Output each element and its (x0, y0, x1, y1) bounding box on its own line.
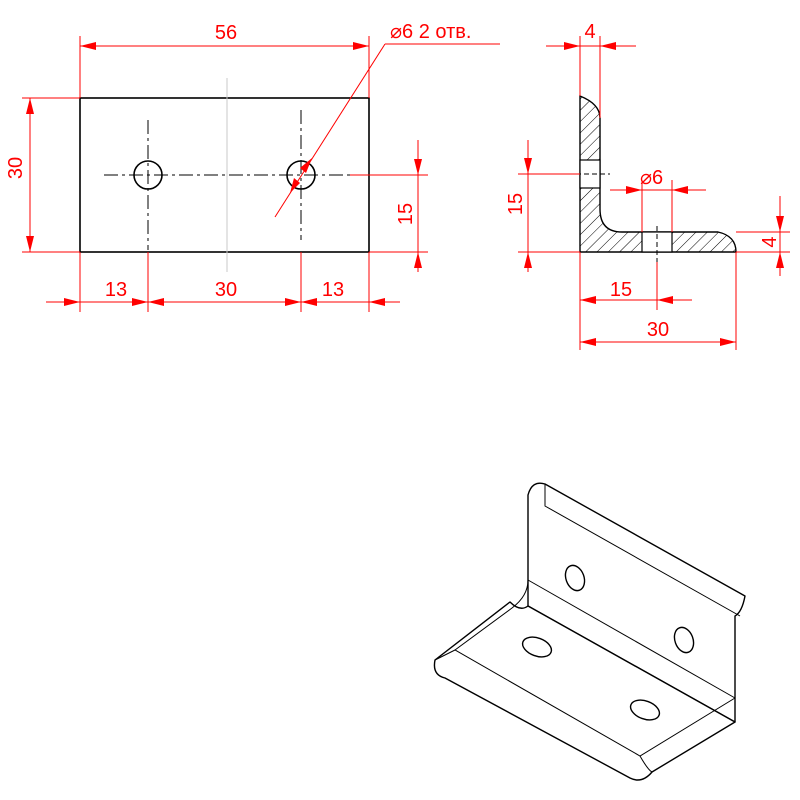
horizontal-hole-position-label: 15 (610, 279, 632, 301)
base-length-label: 30 (647, 319, 669, 341)
iso-hole-lower-right (629, 699, 661, 721)
hole-note-label: ⌀6 2 отв. (390, 21, 471, 43)
iso-hole-upper-right (673, 626, 695, 654)
section-view (568, 94, 737, 262)
hole-height-label: 15 (395, 203, 417, 225)
iso-base-plate (433, 601, 736, 781)
front-view (79, 78, 370, 272)
bottom-thickness-label: 4 (759, 236, 781, 247)
front-view-dimensions: 56 30 ⌀6 2 отв. 13 30 13 15 (5, 21, 500, 312)
iso-hole-upper-left (564, 564, 586, 592)
right-offset-label: 13 (322, 279, 344, 301)
top-thickness-label: 4 (584, 21, 595, 43)
height-dimension-label: 30 (5, 157, 27, 179)
section-profile-hatched (579, 94, 737, 253)
hole-diameter-label: ⌀6 (640, 167, 663, 189)
iso-hole-lower-left (521, 636, 553, 658)
hole-spacing-label: 30 (215, 279, 237, 301)
iso-vertical-plate (527, 482, 746, 723)
width-dimension-label: 56 (215, 22, 237, 44)
left-offset-label: 13 (105, 279, 127, 301)
isometric-view (433, 482, 746, 781)
vertical-hole-position-label: 15 (505, 193, 527, 215)
section-view-dimensions: 4 ⌀6 15 4 15 30 (505, 21, 790, 350)
